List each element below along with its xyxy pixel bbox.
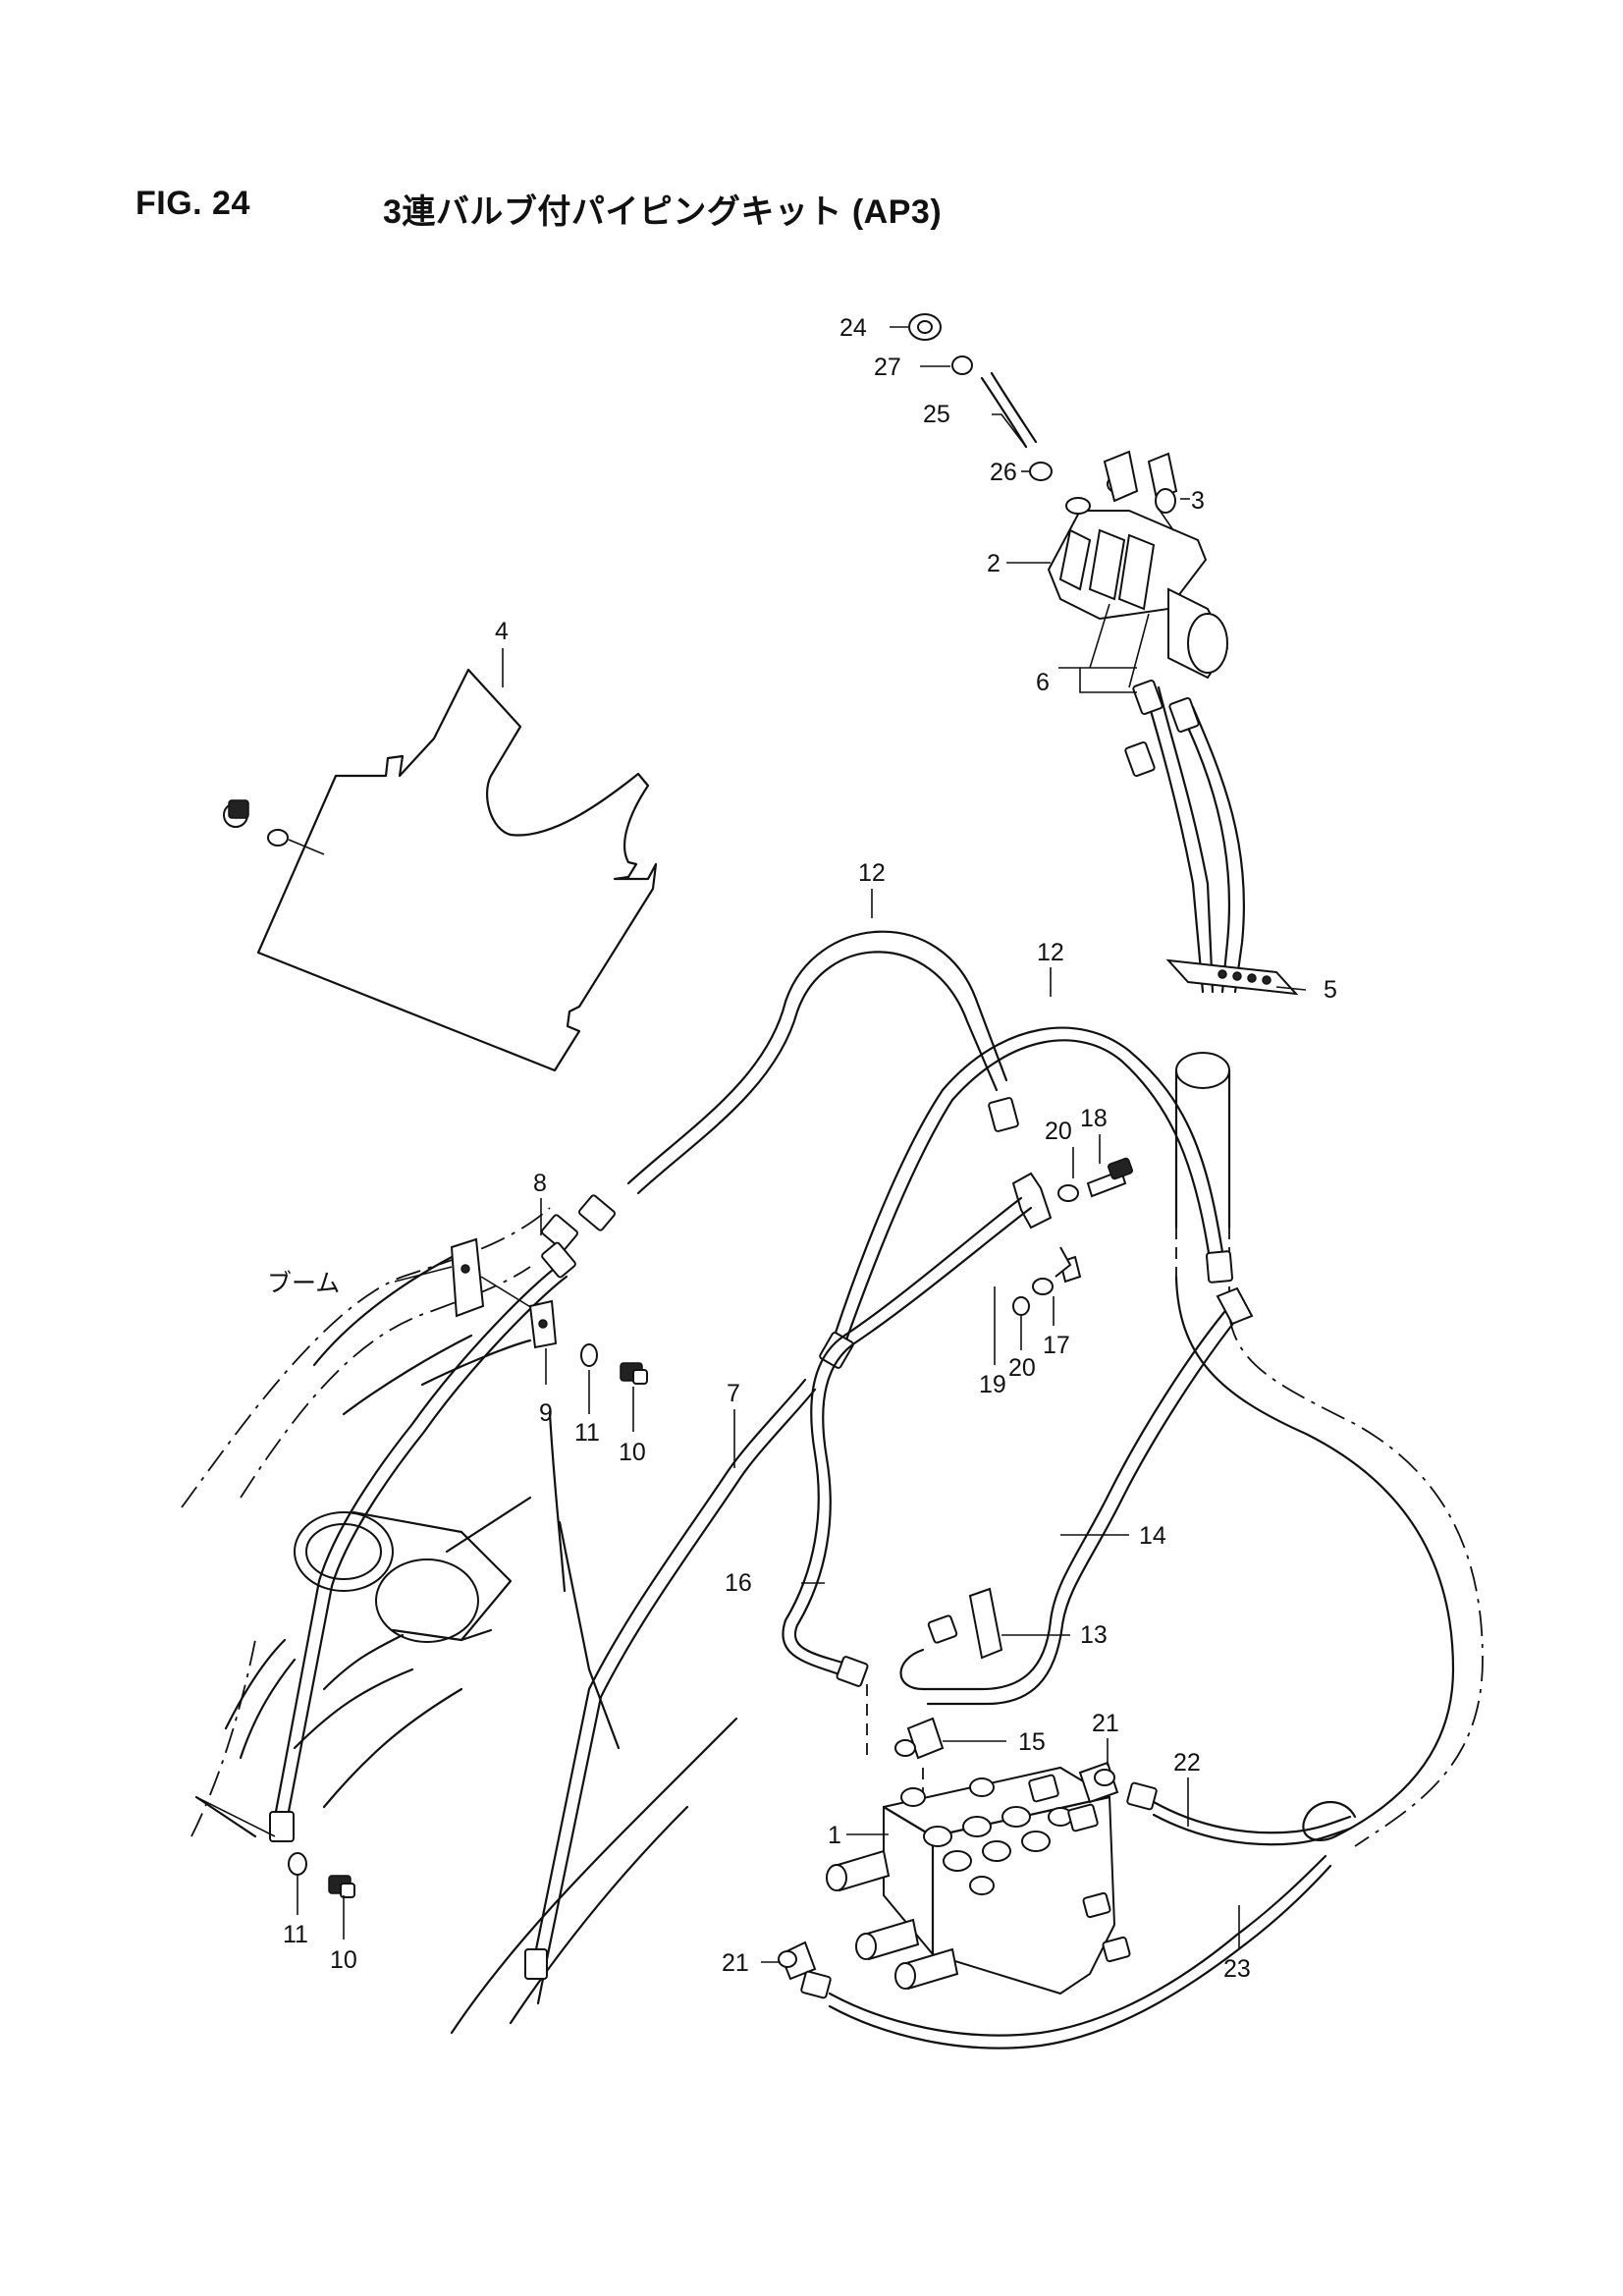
callout-labels: 24 27 25 26 3 2 6 5 4 12 12 8 ブーム 9 11 1… bbox=[267, 314, 1337, 1983]
three-spool-valve bbox=[826, 1766, 1131, 1995]
callout-7: 7 bbox=[727, 1380, 740, 1407]
callout-11b: 11 bbox=[283, 1921, 308, 1948]
figure-number: FIG. 24 bbox=[135, 185, 250, 222]
callout-3: 3 bbox=[1191, 487, 1205, 515]
callout-2: 2 bbox=[987, 550, 1001, 577]
callout-10a: 10 bbox=[619, 1439, 646, 1466]
pilot-hoses bbox=[1124, 679, 1299, 996]
callout-15: 15 bbox=[1018, 1728, 1046, 1756]
callout-5: 5 bbox=[1324, 976, 1337, 1004]
callout-boom: ブーム bbox=[267, 1270, 340, 1297]
callout-27: 27 bbox=[874, 354, 901, 381]
figure-title: 3連バルブ付パイピングキット (AP3) bbox=[383, 193, 943, 231]
callout-8: 8 bbox=[533, 1170, 547, 1197]
callout-21b: 21 bbox=[722, 1949, 749, 1977]
boom-bracket bbox=[195, 1237, 648, 1898]
callout-20a: 20 bbox=[1045, 1118, 1072, 1145]
callout-leaders bbox=[297, 326, 1307, 1963]
hose-sheath bbox=[1174, 1052, 1484, 1847]
callout-26: 26 bbox=[990, 459, 1017, 486]
boom-outline bbox=[181, 1207, 738, 2035]
callout-10b: 10 bbox=[330, 1946, 357, 1974]
hoses-12 bbox=[541, 930, 1234, 1369]
callout-25: 25 bbox=[923, 401, 950, 428]
callout-9: 9 bbox=[539, 1399, 553, 1427]
cover-plate bbox=[223, 668, 658, 1072]
callout-13: 13 bbox=[1080, 1621, 1108, 1649]
callout-23: 23 bbox=[1223, 1955, 1251, 1983]
callout-6: 6 bbox=[1036, 669, 1050, 696]
callout-17: 17 bbox=[1043, 1332, 1070, 1359]
callout-18: 18 bbox=[1080, 1105, 1108, 1132]
callout-21a: 21 bbox=[1092, 1710, 1119, 1737]
callout-12a: 12 bbox=[858, 859, 886, 887]
callout-22: 22 bbox=[1173, 1749, 1201, 1777]
pipe-7 bbox=[524, 1378, 817, 2005]
valve-mount-hardware bbox=[782, 1157, 1254, 1797]
callout-24: 24 bbox=[839, 314, 867, 342]
callout-12b: 12 bbox=[1037, 939, 1064, 966]
callout-16: 16 bbox=[725, 1569, 752, 1597]
control-valve-assembly bbox=[908, 313, 1229, 688]
return-hoses bbox=[778, 1761, 1352, 2050]
callout-19: 19 bbox=[979, 1371, 1006, 1398]
callout-14: 14 bbox=[1139, 1522, 1166, 1550]
callout-11a: 11 bbox=[574, 1419, 600, 1447]
callout-20b: 20 bbox=[1008, 1354, 1036, 1382]
callout-4: 4 bbox=[495, 618, 509, 645]
callout-1: 1 bbox=[828, 1822, 841, 1849]
